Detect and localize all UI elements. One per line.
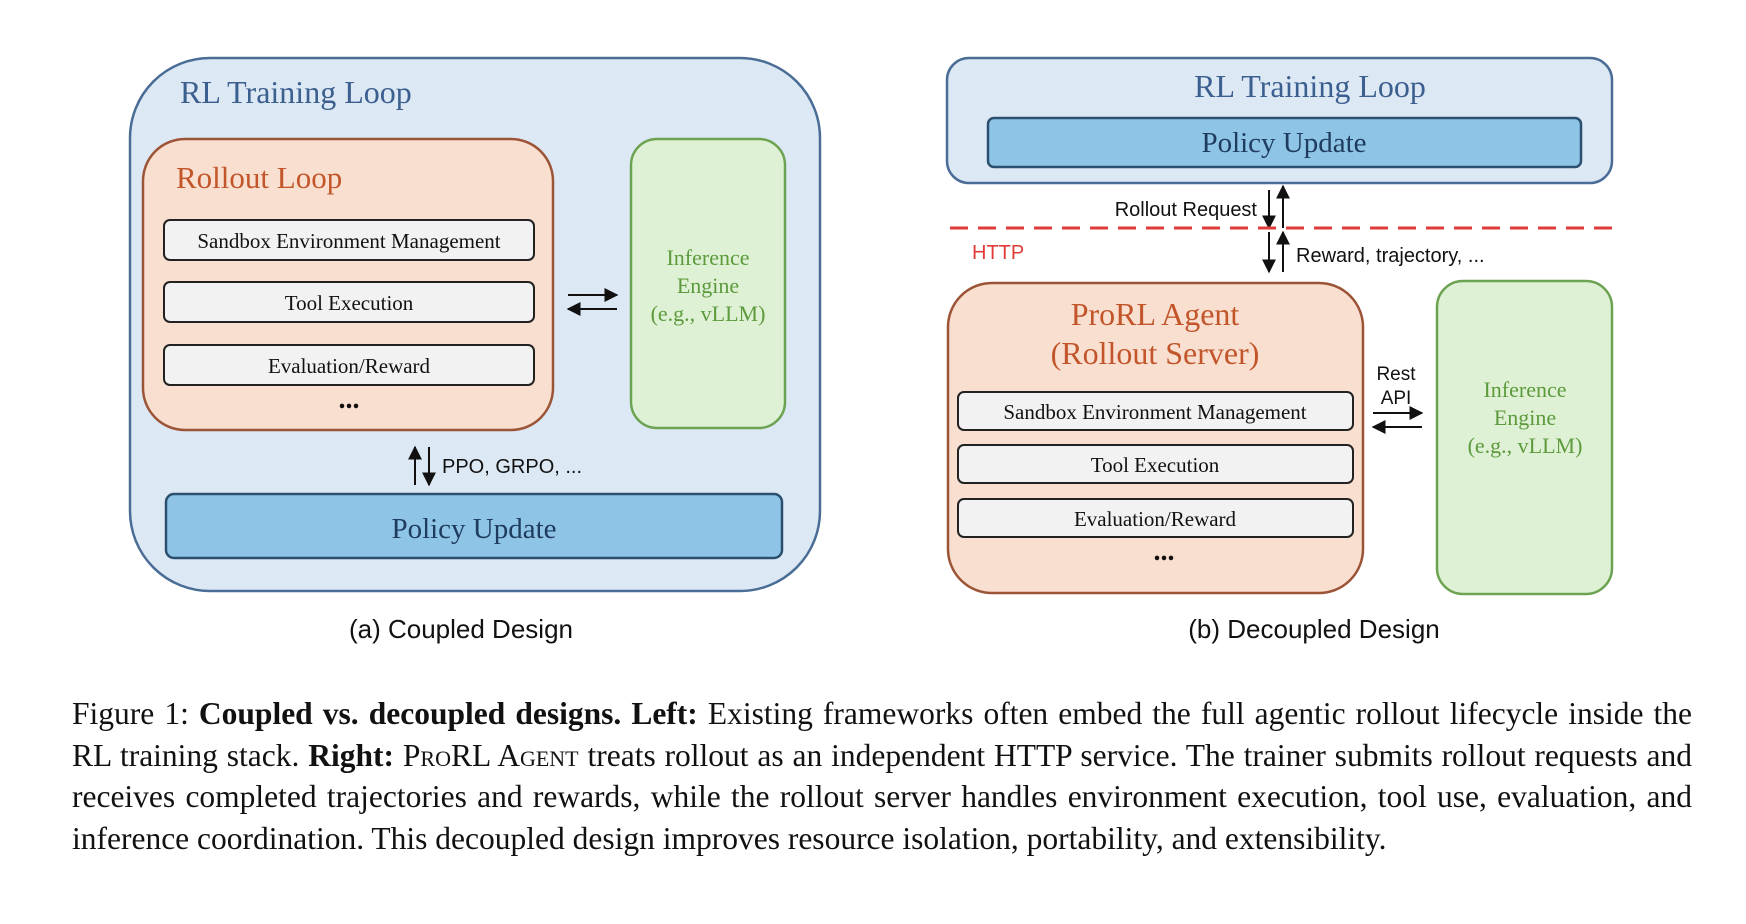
policy-update-label: Policy Update xyxy=(391,513,556,545)
sandbox-env-label: Sandbox Environment Management xyxy=(197,229,500,253)
rollout-server-title: (Rollout Server) xyxy=(1051,335,1260,371)
caption-left-text: Existing frameworks often embed the full… xyxy=(72,696,1693,773)
rollout-inference-arrows xyxy=(566,288,619,316)
evaluation-reward-box xyxy=(163,344,535,386)
algo-arrows xyxy=(408,445,436,487)
evaluation-reward-box-right xyxy=(957,498,1354,538)
inference-engine-line1: Inference xyxy=(666,245,749,270)
inference-engine-right-line2: Engine xyxy=(1494,405,1556,430)
inference-engine-right-line3: (e.g., vLLM) xyxy=(1468,433,1583,458)
tool-execution-label-right: Tool Execution xyxy=(1091,453,1220,477)
rollout-request-label: Rollout Request xyxy=(1115,199,1258,221)
inference-engine-right-line1: Inference xyxy=(1483,377,1566,402)
evaluation-reward-label: Evaluation/Reward xyxy=(268,354,431,378)
http-arrows xyxy=(1262,184,1290,274)
prorl-agent-title: ProRL Agent xyxy=(1071,296,1240,332)
ellipsis-right: ... xyxy=(1154,536,1175,567)
policy-update-label-right: Policy Update xyxy=(1201,127,1366,159)
policy-update-box xyxy=(164,492,784,560)
tool-execution-box-right xyxy=(957,444,1354,484)
coupled-subcaption: (a) Coupled Design xyxy=(349,614,573,644)
figure-number: Figure 1: xyxy=(72,696,189,731)
rl-training-loop-title-right: RL Training Loop xyxy=(1194,68,1426,104)
sandbox-env-box-right xyxy=(957,391,1354,431)
caption-system-name: ProRL Agent xyxy=(402,737,579,773)
decoupled-subcaption: (b) Decoupled Design xyxy=(1188,614,1439,644)
inference-engine-box xyxy=(629,137,787,430)
rest-api-arrows xyxy=(1371,406,1424,434)
reward-trajectory-label: Reward, trajectory, ... xyxy=(1296,245,1485,267)
caption-right-label: Right: xyxy=(308,737,395,773)
figure-diagram: RL Training Loop Rollout Loop Sandbox En… xyxy=(128,56,1615,644)
figure-caption: Figure 1: Coupled vs. decoupled designs.… xyxy=(72,693,1692,859)
caption-title: Coupled vs. decoupled designs. xyxy=(198,696,622,731)
policy-update-box-right xyxy=(986,116,1583,169)
decoupled-design-panel: RL Training Loop Policy Update Rollout R… xyxy=(945,56,1615,644)
rest-label: Rest xyxy=(1376,364,1416,385)
tool-execution-box xyxy=(163,281,535,323)
evaluation-reward-label-right: Evaluation/Reward xyxy=(1074,507,1237,531)
tool-execution-label: Tool Execution xyxy=(285,291,414,315)
caption-right-text: treats rollout as an independent HTTP se… xyxy=(72,737,1693,856)
rollout-loop-title: Rollout Loop xyxy=(176,160,342,195)
algo-label: PPO, GRPO, ... xyxy=(442,456,582,478)
inference-engine-line3: (e.g., vLLM) xyxy=(651,301,766,326)
inference-engine-box-right xyxy=(1435,279,1614,596)
ellipsis: ... xyxy=(339,384,360,415)
api-label: API xyxy=(1381,388,1412,409)
sandbox-env-box xyxy=(163,219,535,261)
http-label: HTTP xyxy=(972,242,1024,264)
inference-engine-line2: Engine xyxy=(677,273,739,298)
coupled-design-panel: RL Training Loop Rollout Loop Sandbox En… xyxy=(128,56,822,644)
rl-training-loop-title: RL Training Loop xyxy=(180,74,412,110)
sandbox-env-label-right: Sandbox Environment Management xyxy=(1003,400,1306,424)
caption-left-label: Left: xyxy=(631,696,698,731)
